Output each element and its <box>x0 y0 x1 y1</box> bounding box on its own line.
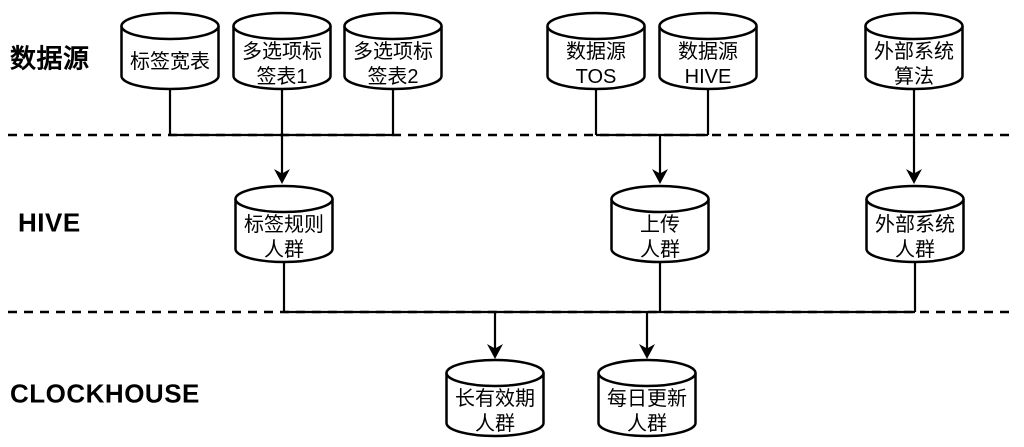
cylinder-body <box>120 26 220 91</box>
cylinder-top <box>864 11 964 41</box>
cylinder-label: 人群 <box>640 238 680 261</box>
layer-label-hive: HIVE <box>18 207 81 238</box>
cylinder-label: 数据源 <box>678 40 738 63</box>
cylinder-top <box>546 11 646 41</box>
cylinder-label: 人群 <box>895 238 935 261</box>
arrow-to-ext-system-crowd-head-icon <box>906 169 922 184</box>
cylinder-body <box>234 199 334 264</box>
cylinder-body <box>546 26 646 91</box>
cylinder-label: 上传 <box>640 213 680 236</box>
cylinder-label: TOS <box>576 66 617 88</box>
layer-label-data-source: 数据源 <box>10 43 90 74</box>
cylinder-label: 标签宽表 <box>130 50 210 73</box>
cylinder-body <box>864 26 964 91</box>
arrow-to-upload-crowd-head-icon <box>652 169 668 184</box>
cylinder-body <box>610 199 710 264</box>
cylinder-label: 数据源 <box>566 40 626 63</box>
cylinder-label: 人群 <box>475 412 515 435</box>
cylinder-label: 人群 <box>264 238 304 261</box>
cylinder-label: 多选项标 <box>353 40 433 63</box>
cylinder-top <box>445 358 545 388</box>
cylinder-top <box>865 184 965 214</box>
cylinder-body <box>445 373 545 438</box>
arrow-to-tag-rule-crowd-head-icon <box>274 169 290 184</box>
cylinder-top <box>120 11 220 41</box>
cylinder-label: 算法 <box>894 65 934 88</box>
cylinder-label: 标签规则 <box>244 213 324 236</box>
cylinder-label: 签表2 <box>367 65 418 88</box>
cylinder-body <box>865 199 965 264</box>
cylinder-label: 多选项标 <box>242 40 322 63</box>
cylinder-top <box>597 358 697 388</box>
db-cylinder-data-source-tos: 数据源 TOS <box>546 11 646 91</box>
cylinder-label: 外部系统 <box>874 40 954 63</box>
cylinder-body <box>658 26 758 91</box>
cylinder-body <box>343 26 443 91</box>
db-cylinder-tag-wide-table: 标签宽表 <box>120 11 220 91</box>
cylinder-label: 外部系统 <box>875 213 955 236</box>
cylinder-label: 每日更新 <box>607 387 687 410</box>
cylinder-top <box>234 184 334 214</box>
arrow-to-long-validity-head-icon <box>487 344 503 359</box>
db-cylinder-data-source-hive: 数据源 HIVE <box>658 11 758 91</box>
layer-label-clockhouse: CLOCKHOUSE <box>10 378 200 409</box>
cylinder-body <box>232 26 332 91</box>
cylinder-label: HIVE <box>685 66 732 88</box>
cylinder-label: 人群 <box>627 412 667 435</box>
arrow-to-daily-update-head-icon <box>639 344 655 359</box>
cylinder-top <box>610 184 710 214</box>
cylinder-label: 签表1 <box>256 65 307 88</box>
cylinder-top <box>343 11 443 41</box>
cylinder-body <box>597 373 697 438</box>
cylinder-label: 长有效期 <box>455 387 535 410</box>
cylinder-top <box>658 11 758 41</box>
cylinder-top <box>232 11 332 41</box>
